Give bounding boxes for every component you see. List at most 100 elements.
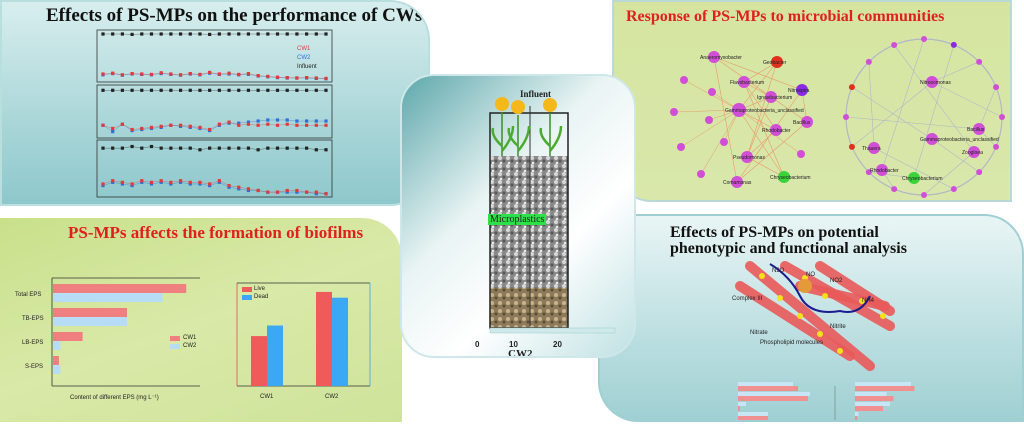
network-node — [865, 169, 872, 176]
substrate-layer — [490, 288, 568, 328]
data-point-cw2 — [237, 121, 241, 125]
data-point-influent — [188, 146, 192, 150]
network-node — [720, 138, 728, 146]
data-point-cw1 — [178, 73, 183, 77]
protein-complex — [859, 298, 865, 304]
data-point-cw1 — [198, 180, 202, 184]
data-point-influent — [198, 148, 202, 152]
data-point-influent — [275, 146, 280, 150]
cells-legend-live: Live — [254, 286, 266, 292]
data-point-influent — [266, 146, 270, 150]
data-point-cw1 — [305, 190, 309, 194]
data-point-cw2 — [324, 119, 328, 123]
protein-complex — [817, 331, 823, 337]
network-edge — [743, 81, 785, 178]
data-point-cw1 — [120, 73, 124, 77]
data-point-cw1 — [198, 125, 202, 129]
data-point-cw2 — [295, 190, 299, 194]
biofilm-title: PS-MPs affects the formation of biofilms — [68, 223, 364, 242]
data-point-cw1 — [169, 123, 173, 127]
series-line-cw2 — [102, 182, 326, 194]
network-node-label: Gammaproteobacteria_unclassified — [725, 108, 804, 114]
data-point-influent — [246, 32, 251, 36]
data-point-cw1 — [305, 123, 309, 127]
legend-influent: Influent — [297, 64, 317, 70]
plant-leaf — [517, 125, 531, 152]
membrane-band — [795, 281, 890, 311]
protein-complex — [822, 293, 828, 299]
network-edge — [868, 171, 915, 179]
data-point-cw1 — [256, 123, 260, 127]
data-point-influent — [237, 32, 241, 36]
network-node — [993, 143, 1000, 150]
data-point-influent — [285, 32, 289, 36]
network-node — [670, 108, 678, 116]
data-point-cw2 — [217, 180, 221, 184]
data-point-cw1 — [295, 188, 299, 193]
data-point-cw1 — [120, 180, 124, 184]
func-bar-b-cw2 — [855, 416, 858, 420]
legend-swatch-cw1 — [170, 336, 180, 341]
eps-bar-cw2 — [53, 365, 61, 374]
wetland-column-card: Influent Microplastics 0 10 20 CW2 — [400, 74, 636, 358]
microbial-panel: Response of PS-MPs to microbial communit… — [612, 0, 1012, 202]
series-line-cw2 — [102, 119, 326, 132]
data-point-cw1 — [159, 71, 163, 75]
data-point-influent — [159, 32, 163, 36]
network-edge — [893, 44, 975, 153]
data-point-influent — [101, 32, 105, 36]
data-point-cw1 — [111, 179, 115, 183]
microplastics-label: Microplastics — [488, 214, 547, 225]
data-point-cw1 — [314, 123, 318, 127]
network-node — [926, 133, 938, 145]
legend-swatch-live — [242, 287, 252, 292]
func-bar-b-cw2 — [855, 386, 915, 391]
network-edge — [881, 38, 925, 171]
data-point-influent — [169, 146, 173, 150]
network-node-label: Comamonas — [723, 180, 752, 186]
data-point-cw1 — [324, 192, 328, 196]
flower-icon — [543, 98, 557, 112]
performance-panel: Effects of PS-MPs on the performance of … — [0, 0, 430, 206]
data-point-cw2 — [101, 184, 105, 188]
data-point-influent — [266, 88, 270, 92]
data-point-influent — [324, 148, 328, 152]
data-point-cw2 — [188, 182, 192, 186]
network-edge — [738, 109, 777, 131]
data-point-influent — [130, 32, 134, 36]
plant-leaf — [549, 125, 563, 152]
data-point-cw1 — [149, 72, 154, 76]
data-point-influent — [111, 32, 115, 36]
data-point-influent — [130, 144, 134, 149]
network-edge — [746, 156, 785, 178]
network-node — [993, 84, 1000, 91]
network-node — [705, 116, 713, 124]
network-node-label: Flavobacterium — [730, 80, 764, 86]
network-node — [697, 170, 705, 178]
network-edge — [873, 147, 954, 190]
pathway-label: NO2 — [830, 278, 843, 284]
membrane-band — [735, 281, 855, 361]
subplot-frame — [96, 29, 333, 83]
data-point-cw1 — [140, 72, 144, 76]
data-point-influent — [246, 146, 251, 150]
data-point-cw1 — [169, 72, 173, 76]
subplot-frame — [96, 84, 333, 139]
data-point-cw1 — [227, 71, 231, 75]
network-node — [973, 123, 985, 135]
data-point-cw2 — [149, 182, 154, 186]
microbial-title: Response of PS-MPs to microbial communit… — [626, 8, 945, 25]
data-point-cw1 — [256, 74, 260, 78]
data-point-influent — [285, 88, 289, 92]
data-point-influent — [120, 88, 124, 92]
series-line-cw1 — [102, 180, 327, 194]
network-edge — [736, 121, 808, 183]
network-node — [876, 164, 888, 176]
eps-category: S-EPS — [25, 364, 44, 370]
data-point-influent — [198, 88, 202, 92]
network-node-label: Bacillus — [793, 120, 811, 126]
data-point-cw1 — [111, 71, 115, 75]
network-edge — [978, 87, 997, 130]
data-point-influent — [314, 148, 318, 152]
data-point-cw1 — [237, 123, 241, 127]
